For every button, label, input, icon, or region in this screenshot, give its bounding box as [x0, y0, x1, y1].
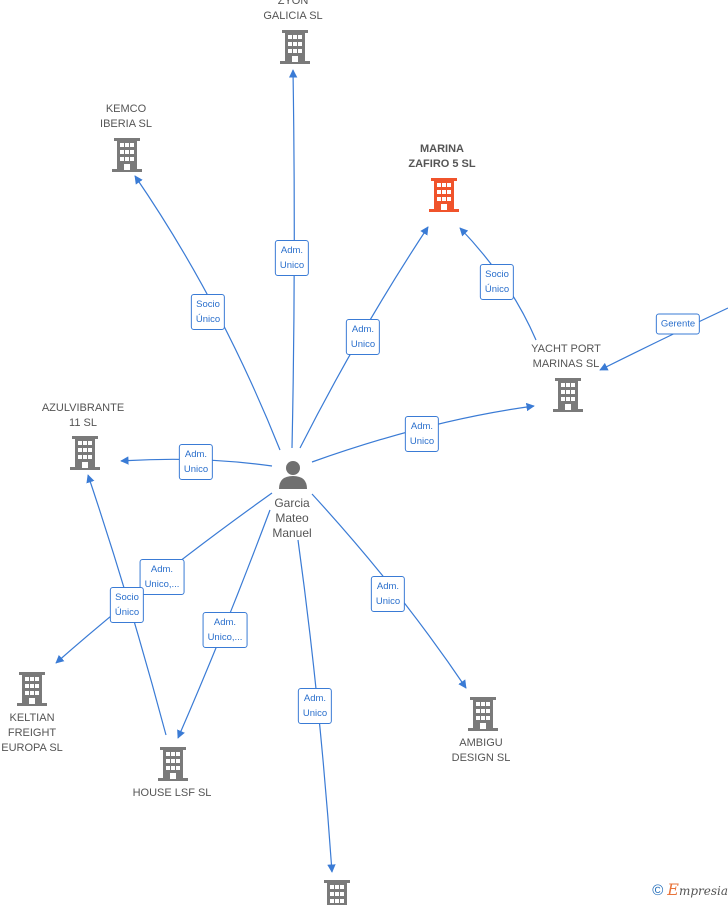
edge-label-line: Socio [485, 269, 509, 280]
company-label-azul[interactable]: AZULVIBRANTE 11 SL [42, 401, 124, 431]
edge-label-bottom[interactable]: Adm. Unico [297, 688, 333, 724]
company-label-line: KELTIAN [9, 712, 55, 724]
edge-label-house-socio[interactable]: Socio Único [109, 587, 145, 623]
brand-logo-initial: E [667, 880, 679, 899]
building-icon-ambigu[interactable] [468, 697, 498, 731]
edge-label-line: Unico [409, 436, 435, 447]
edge-label-yacht[interactable]: Adm. Unico [404, 416, 440, 452]
building-icon-azul[interactable] [70, 436, 100, 470]
edge-label-line: Adm. [150, 564, 174, 575]
edge-label-line: Único [114, 607, 140, 618]
building-icon-kemco[interactable] [112, 138, 142, 172]
company-label-line: GALICIA SL [263, 10, 323, 22]
edge-label-line: Adm. [376, 581, 400, 592]
building-icon-house[interactable] [158, 747, 188, 781]
building-icon-bottom[interactable] [322, 880, 352, 905]
edge-label-gerente[interactable]: Gerente [655, 313, 701, 335]
company-label-line: IBERIA SL [100, 118, 152, 130]
company-label-yacht[interactable]: YACHT PORT MARINAS SL [531, 342, 601, 372]
person-name-label[interactable]: Garcia Mateo Manuel [272, 496, 311, 541]
edge-label-line: Socio [196, 299, 220, 310]
edge-line-gerente [599, 307, 728, 371]
copyright-icon: © [652, 882, 664, 899]
company-label-line: HOUSE LSF SL [132, 787, 212, 799]
edge-label-zyon[interactable]: Adm. Unico [274, 240, 310, 276]
edge-label-house[interactable]: Adm. Unico,... [202, 612, 248, 648]
edge-label-line: Adm. [351, 324, 375, 335]
brand-footer[interactable]: ©Empresia [652, 880, 728, 899]
edge-label-ambigu[interactable]: Adm. Unico [370, 576, 406, 612]
edge-label-yacht-marina[interactable]: Socio Único [479, 264, 515, 300]
company-label-line: ZAFIRO 5 SL [408, 158, 476, 170]
person-name-line: Manuel [272, 526, 312, 540]
edge-label-line: Adm. [184, 449, 208, 460]
building-icon-yacht[interactable] [553, 378, 583, 412]
company-label-line: MARINAS SL [532, 358, 600, 370]
company-label-line: MARINA [419, 143, 464, 155]
brand-logo-text: mpresia [678, 884, 728, 898]
company-label-line: KEMCO [105, 103, 147, 115]
edge-label-line: Adm. [303, 693, 327, 704]
company-label-line: ZYON [277, 0, 309, 7]
edge-label-line: Socio [115, 592, 139, 603]
company-label-kemco[interactable]: KEMCO IBERIA SL [100, 102, 152, 132]
building-icon-zyon[interactable] [280, 30, 310, 64]
company-label-house[interactable]: HOUSE LSF SL [133, 786, 212, 801]
edge-label-line: Unico,... [144, 579, 180, 590]
edge-label-line: Unico [279, 260, 305, 271]
company-label-zyon[interactable]: ZYON GALICIA SL [263, 0, 322, 24]
company-label-line: FREIGHT [7, 727, 57, 739]
edge-label-line: Adm. [410, 421, 434, 432]
company-label-line: 11 SL [69, 417, 97, 429]
company-label-line: DESIGN SL [451, 752, 511, 764]
edge-label-line: Adm. [213, 617, 237, 628]
edge-label-line: Unico [375, 596, 401, 607]
person-name-line: Mateo [275, 511, 309, 525]
edge-label-line: Único [484, 284, 510, 295]
person-icon[interactable] [279, 461, 307, 489]
person-name-line: Garcia [274, 496, 310, 510]
building-icon-keltian[interactable] [17, 672, 47, 706]
building-icon-marina[interactable] [429, 178, 459, 212]
edge-label-line: Unico [302, 708, 328, 719]
company-label-line: AZULVIBRANTE [41, 402, 125, 414]
company-label-line: EUROPA SL [1, 742, 63, 754]
edge-label-azul[interactable]: Adm. Unico [178, 444, 214, 480]
edge-label-line: Unico,... [207, 632, 243, 643]
company-label-keltian[interactable]: KELTIAN FREIGHT EUROPA SL [1, 711, 63, 756]
edge-label-kemco[interactable]: Socio Único [190, 294, 226, 330]
edge-label-line: Unico [350, 339, 376, 350]
edge-label-line: Unico [183, 464, 209, 475]
edge-label-line: Adm. [280, 245, 304, 256]
company-label-marina[interactable]: MARINA ZAFIRO 5 SL [408, 142, 475, 172]
edge-label-line: Gerente [660, 318, 696, 330]
edge-label-keltian[interactable]: Adm. Unico,... [139, 559, 185, 595]
company-label-ambigu[interactable]: AMBIGU DESIGN SL [452, 736, 511, 766]
company-label-line: YACHT PORT [531, 343, 601, 355]
edge-label-marina[interactable]: Adm. Unico [345, 319, 381, 355]
edge-label-line: Único [195, 314, 221, 325]
company-label-line: AMBIGU [459, 737, 503, 749]
